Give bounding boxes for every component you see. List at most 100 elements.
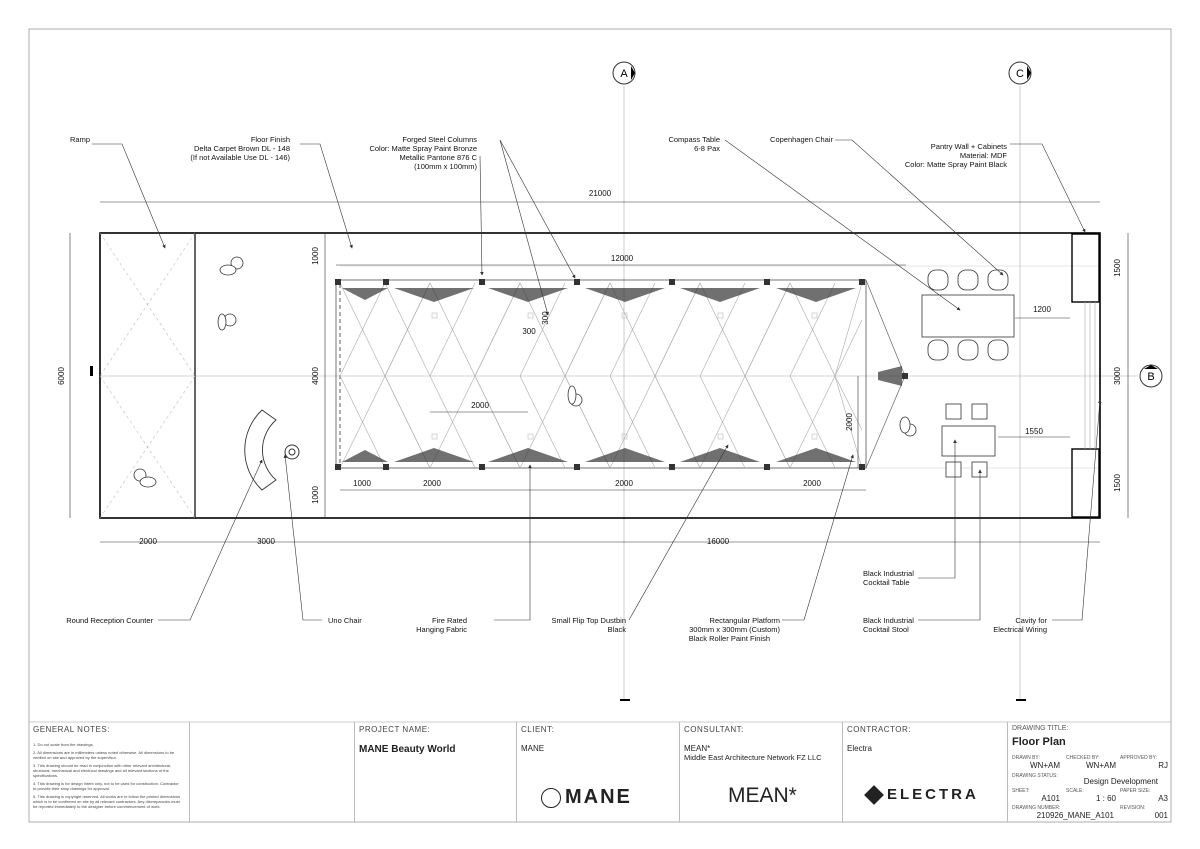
- grid-lines: [100, 86, 1138, 700]
- client-label: CLIENT:: [521, 725, 555, 734]
- callout-compass-2: 6-8 Pax: [694, 144, 720, 153]
- dim-inner-2000c: 2000: [803, 479, 821, 488]
- checked-by-label: CHECKED BY:: [1066, 755, 1100, 761]
- contractor-logo: ELECTRA: [864, 784, 979, 805]
- booth-outline: [99, 232, 1101, 519]
- dim-6000: 6000: [57, 367, 66, 385]
- drawing-number: 210926_MANE_A101: [1036, 811, 1114, 820]
- mane-emblem-icon: [541, 787, 561, 808]
- dim-1500-top: 1500: [1113, 259, 1122, 277]
- callout-copenhagen: Copenhagen Chair: [770, 135, 833, 144]
- callout-fabric-2: Hanging Fabric: [416, 625, 467, 634]
- dim-1200: 1200: [1033, 305, 1051, 314]
- callout-reception: Round Reception Counter: [66, 616, 153, 625]
- callout-cavity-2: Electrical Wiring: [993, 625, 1047, 634]
- callout-ctable-2: Cocktail Table: [863, 578, 910, 587]
- electra-emblem-icon: [864, 784, 884, 805]
- note-4: 4. This drawing is for design intent onl…: [33, 781, 179, 791]
- callout-cstool-1: Black Industrial: [863, 616, 914, 625]
- dim-overall: 21000: [589, 189, 612, 198]
- dim-bottom-16000: 16000: [707, 537, 730, 546]
- steel-columns: [335, 279, 908, 470]
- fabric-triangles: [339, 282, 863, 469]
- callout-dustbin-1: Small Flip Top Dustbin: [552, 616, 626, 625]
- dim-2000-mid: 2000: [471, 401, 489, 410]
- dimension-lines: [69, 201, 1129, 543]
- client-logo-text: MANE: [565, 786, 632, 808]
- dim-3000-right: 3000: [1113, 367, 1122, 385]
- general-notes-label: GENERAL NOTES:: [33, 725, 110, 734]
- dim-300a: 300: [522, 327, 536, 336]
- contractor-logo-text: ELECTRA: [887, 786, 979, 803]
- callout-uno: Uno Chair: [328, 616, 362, 625]
- approved-by-label: APPROVED BY:: [1120, 755, 1157, 761]
- sheet-label: SHEET:: [1012, 788, 1030, 794]
- contractor-label: CONTRACTOR:: [847, 725, 912, 734]
- consultant-full: Middle East Architecture Network FZ LLC: [684, 753, 822, 762]
- callout-platform-1: Rectangular Platform: [710, 616, 780, 625]
- note-2: 2. All dimensions are in millimeters unl…: [33, 750, 175, 760]
- client-block: CLIENT: MANE MANE: [516, 722, 679, 822]
- dim-1000-top: 1000: [311, 247, 320, 265]
- cocktail-table: [941, 403, 996, 478]
- consultant-name: MEAN*: [684, 744, 711, 753]
- note-3: 3. This drawing should be read in conjun…: [33, 763, 172, 778]
- general-notes-block: GENERAL NOTES: 1. Do not scale from the …: [29, 722, 189, 822]
- ramp: [99, 232, 196, 519]
- callout-compass-1: Compass Table: [668, 135, 720, 144]
- callout-columns-3: Metallic Pantone 876 C: [399, 153, 477, 162]
- approved-by: RJ: [1158, 761, 1168, 770]
- note-1: 1. Do not scale from the drawings.: [33, 742, 94, 747]
- consultant-logo: MEAN*: [728, 784, 797, 807]
- dim-1550: 1550: [1025, 427, 1043, 436]
- callout-floor-finish-1: Floor Finish: [251, 135, 290, 144]
- callout-dustbin-2: Black: [608, 625, 627, 634]
- hanging-fabric-bottom: [342, 448, 856, 462]
- grid-bubble-b: B: [1139, 364, 1163, 388]
- sheet-border: [28, 28, 1172, 823]
- callout-ctable-1: Black Industrial: [863, 569, 914, 578]
- grid-a-label: A: [620, 68, 628, 80]
- reception-counter: [244, 409, 277, 491]
- callout-ramp: Ramp: [70, 135, 90, 144]
- dim-bottom-2000: 2000: [139, 537, 157, 546]
- callout-floor-finish-3: (If not Available Use DL - 146): [190, 153, 290, 162]
- platform: [335, 279, 906, 469]
- contractor-block: CONTRACTOR: Electra ELECTRA: [842, 722, 1007, 822]
- paper-value: A3: [1158, 794, 1168, 803]
- drawing-info-block: DRAWING TITLE: Floor Plan DRAWN BY: WN+A…: [1007, 722, 1171, 822]
- compass-table: [921, 269, 1015, 361]
- dim-inner-2000b: 2000: [615, 479, 633, 488]
- dim-1500-bot: 1500: [1113, 474, 1122, 492]
- scale-value: 1 : 60: [1095, 794, 1116, 803]
- consultant-block: CONSULTANT: MEAN* Middle East Architectu…: [679, 722, 842, 822]
- callout-cstool-2: Cocktail Stool: [863, 625, 909, 634]
- dim-4000: 4000: [311, 367, 320, 385]
- project-block: PROJECT NAME: MANE Beauty World: [354, 722, 516, 822]
- consultant-label: CONSULTANT:: [684, 725, 744, 734]
- sheet-value: A101: [1041, 794, 1060, 803]
- dim-inner-2000a: 2000: [423, 479, 441, 488]
- paper-label: PAPER SIZE:: [1120, 788, 1151, 794]
- project-name: MANE Beauty World: [359, 744, 456, 755]
- dim-grid-12000: 12000: [611, 254, 634, 263]
- callout-platform-3: Black Roller Paint Finish: [689, 634, 770, 643]
- dim-inner-1000: 1000: [353, 479, 371, 488]
- dim-bottom-3000: 3000: [257, 537, 275, 546]
- callout-pantry-2: Material: MDF: [960, 151, 1008, 160]
- callout-pantry-1: Pantry Wall + Cabinets: [931, 142, 1007, 151]
- status-label: DRAWING STATUS:: [1012, 773, 1058, 779]
- drawing-title-label: DRAWING TITLE:: [1012, 725, 1069, 732]
- callout-cavity-1: Cavity for: [1015, 616, 1047, 625]
- project-label: PROJECT NAME:: [359, 725, 431, 734]
- dim-2000-v: 2000: [845, 413, 854, 431]
- grid-bubble-a: A: [612, 61, 636, 85]
- callout-columns-2: Color: Matte Spray Paint Bronze: [369, 144, 477, 153]
- grid-bubble-c: C: [1008, 61, 1032, 85]
- drawing-title: Floor Plan: [1012, 736, 1066, 748]
- drawn-by: WN+AM: [1030, 761, 1060, 770]
- uno-chair: [284, 444, 300, 460]
- dim-1000-bot: 1000: [311, 486, 320, 504]
- dim-300b: 300: [541, 311, 550, 325]
